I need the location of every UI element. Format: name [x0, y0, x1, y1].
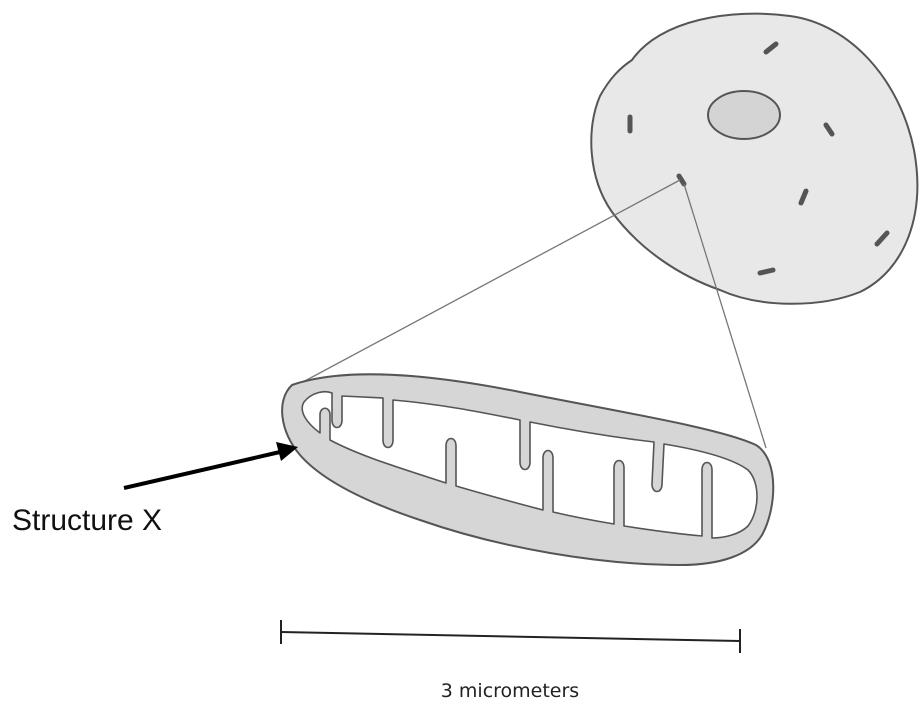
- structure-arrow: [124, 442, 298, 488]
- organelle-mark: [760, 270, 773, 273]
- nucleus: [708, 91, 780, 139]
- scale-label: 3 micrometers: [441, 680, 579, 702]
- cell: [591, 14, 917, 304]
- structure-label: Structure X: [12, 504, 162, 537]
- scale-bar: [281, 620, 740, 653]
- mitochondrion: [282, 374, 773, 565]
- arrow-shaft: [124, 452, 280, 488]
- scale-bar-line: [281, 632, 740, 641]
- zoom-line-left: [303, 180, 680, 382]
- cell-outline: [591, 14, 917, 304]
